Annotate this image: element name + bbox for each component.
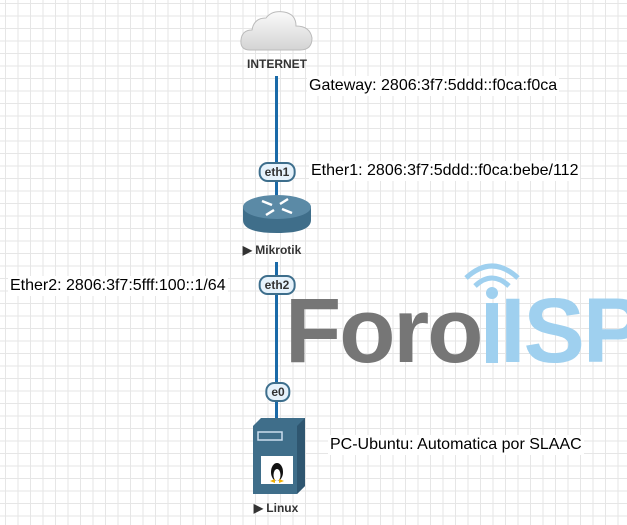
router-icon[interactable] bbox=[242, 193, 312, 235]
logo-antenna-icon bbox=[464, 263, 520, 363]
port-eth1[interactable]: eth1 bbox=[258, 162, 296, 182]
port-eth2[interactable]: eth2 bbox=[258, 275, 296, 295]
node-label-linux[interactable]: ▶ Linux bbox=[254, 501, 299, 515]
cloud-icon[interactable] bbox=[238, 8, 316, 54]
note-gateway[interactable]: Gateway: 2806:3f7:5ddd::f0ca:f0ca bbox=[307, 76, 560, 96]
note-ether1[interactable]: Ether1: 2806:3f7:5ddd::f0ca:bebe/112 bbox=[309, 161, 581, 181]
note-pc-ubuntu[interactable]: PC-Ubuntu: Automatica por SLAAC bbox=[328, 435, 584, 455]
logo-text-sp: ISP bbox=[500, 280, 627, 382]
port-e0[interactable]: e0 bbox=[265, 382, 291, 402]
linux-server-icon[interactable] bbox=[253, 418, 307, 496]
node-label-internet: INTERNET bbox=[247, 57, 307, 71]
mikrotik-label: Mikrotik bbox=[255, 243, 302, 257]
node-label-mikrotik[interactable]: ▶ Mikrotik bbox=[243, 243, 302, 257]
play-icon: ▶ bbox=[242, 243, 256, 257]
link-internet-router[interactable] bbox=[275, 76, 278, 196]
note-ether2[interactable]: Ether2: 2806:3f7:5fff:100::1/64 bbox=[8, 276, 228, 296]
play-icon: ▶ bbox=[253, 501, 267, 515]
linux-label: Linux bbox=[266, 501, 299, 515]
logo-text-foro: Foro bbox=[285, 280, 483, 382]
link-router-pc[interactable] bbox=[275, 262, 278, 422]
